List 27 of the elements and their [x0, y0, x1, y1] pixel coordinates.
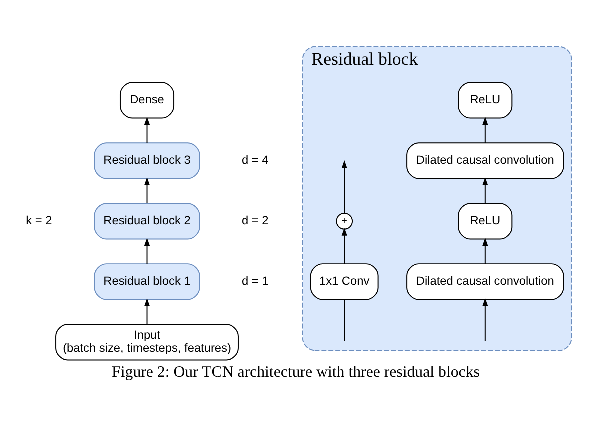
arrow [342, 227, 348, 264]
caption: Figure 2: Our TCN architecture with three residual blocks [112, 363, 480, 380]
node-label: d = 2 [242, 213, 269, 227]
node-label: d = 1 [242, 273, 269, 288]
node-box: Residual block 1 [94, 263, 200, 300]
arrow [482, 177, 488, 204]
node-box: ReLU [458, 82, 513, 118]
arrow [144, 298, 150, 324]
arrow [482, 298, 488, 342]
arrow [482, 116, 488, 143]
node-box: Dense [120, 82, 175, 118]
node-box: 1x1 Conv [310, 263, 379, 300]
node-box: Residual block 2 [94, 202, 200, 240]
node-circle: + [336, 212, 354, 230]
node-label: d = 4 [242, 152, 269, 167]
arrow [144, 238, 150, 264]
connector [344, 298, 346, 342]
arrow [144, 116, 150, 143]
node-box: Dilated causal convolution [406, 263, 564, 300]
label: k = 2 [26, 213, 52, 227]
arrow [144, 177, 150, 204]
arrow [482, 238, 488, 264]
arrow [342, 160, 348, 214]
node-box: Dilated causal convolution [406, 142, 564, 179]
node-box: Residual block 3 [94, 142, 200, 179]
node-box: Input (batch size, timesteps, features) [56, 324, 239, 360]
node-box: ReLU [458, 202, 513, 240]
